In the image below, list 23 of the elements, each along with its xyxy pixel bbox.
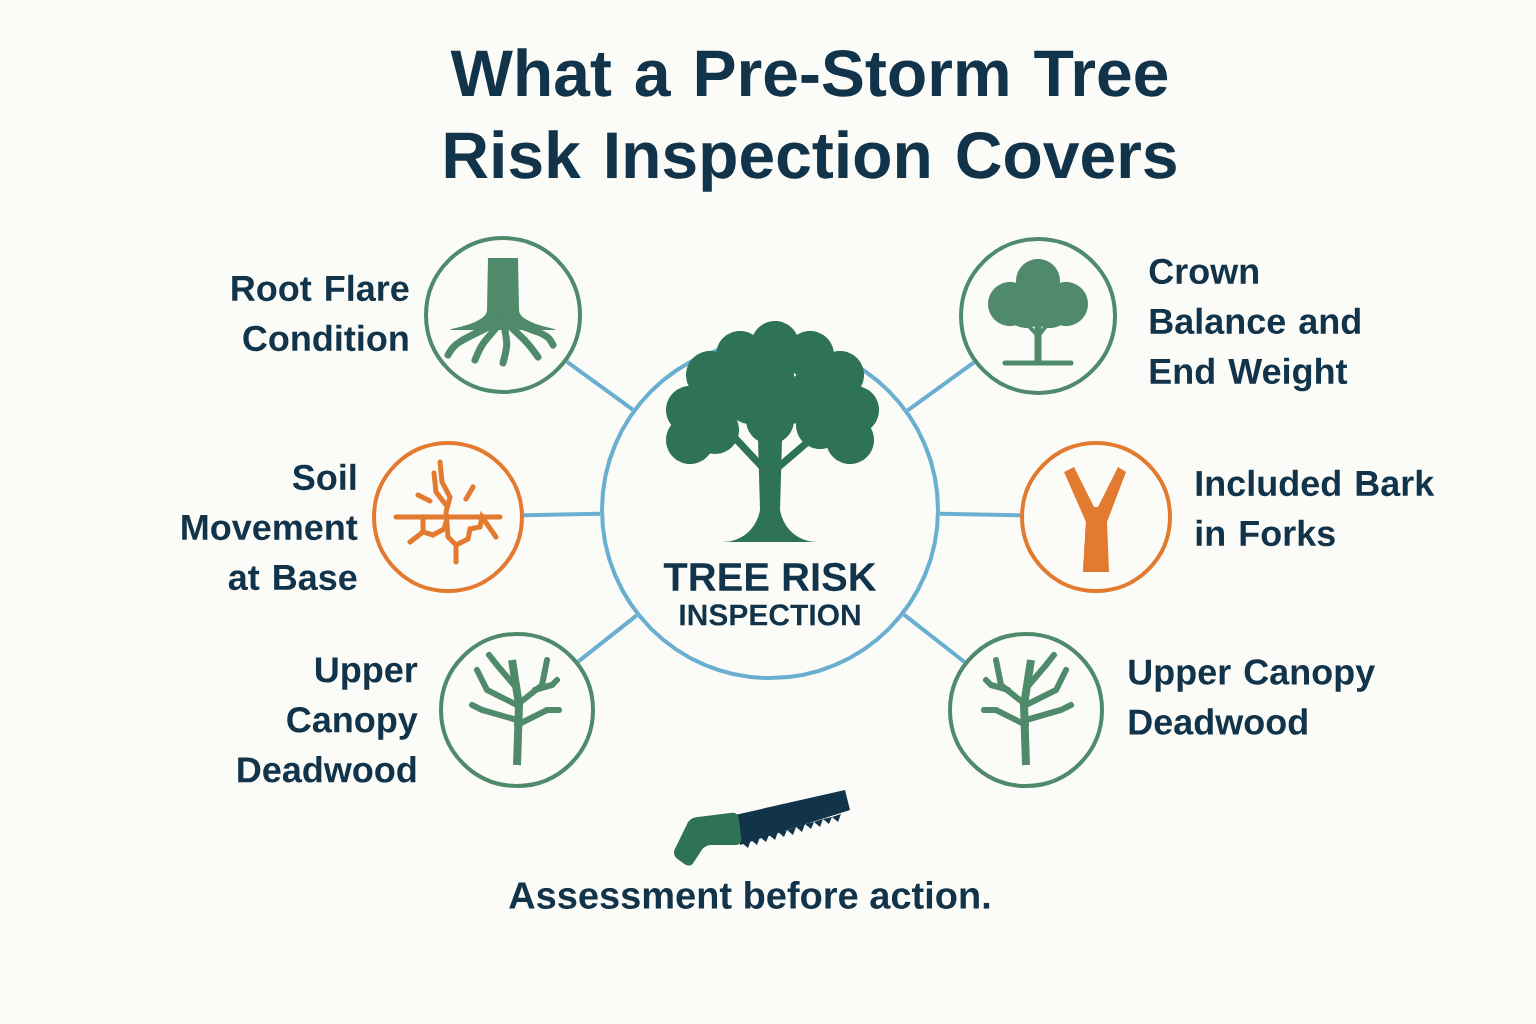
topic-label: Crown Balance and End Weight [1149, 258, 1360, 392]
icon-circle [372, 441, 524, 593]
icon-circle [439, 632, 595, 788]
connector-line [939, 511, 1021, 518]
center-circle [600, 321, 940, 680]
topic-label: Included Bark in Forks [1196, 469, 1435, 547]
center-label: TREE RISK [663, 562, 877, 592]
topic-label: Root Flare Condition [232, 274, 409, 352]
icon-circle [424, 236, 582, 394]
connector-line [902, 613, 966, 664]
center-label: INSPECTION [680, 604, 860, 626]
connector-line [565, 359, 634, 412]
tagline: Assessment before action. [509, 881, 990, 909]
topic-label: Upper Canopy Deadwood [238, 657, 418, 783]
topic-label: Upper Canopy Deadwood [1129, 659, 1375, 735]
icon-circle [948, 632, 1104, 788]
title: What a Pre-Storm Tree Risk Inspection Covers [445, 48, 1176, 192]
icon-circle [959, 237, 1117, 395]
connector-line [523, 511, 601, 518]
connector-line [576, 613, 638, 664]
topic-label: Soil Movement at Base [182, 463, 358, 591]
connector-line [906, 360, 976, 412]
icon-circle [1020, 441, 1172, 593]
